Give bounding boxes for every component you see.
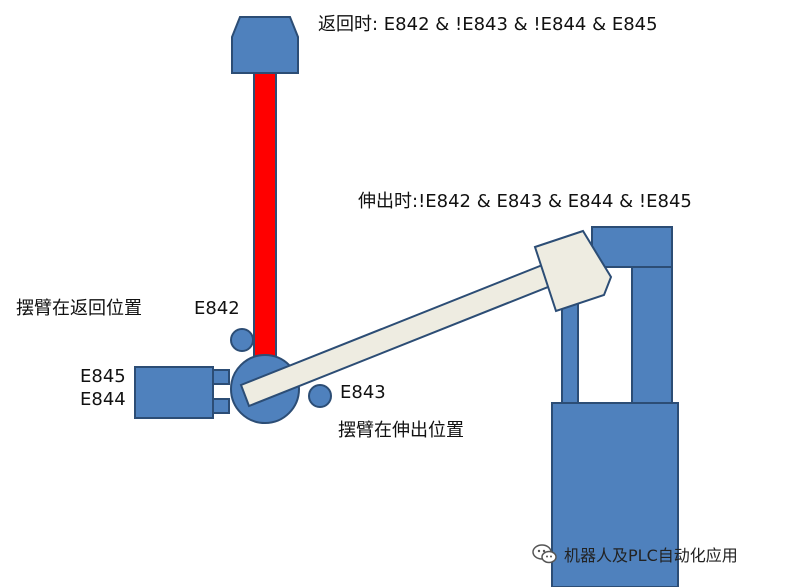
pillar-column <box>631 266 673 404</box>
sensor-e843-label: E843 <box>340 382 386 403</box>
wechat-icon <box>532 544 557 564</box>
sensor-e843 <box>308 384 332 408</box>
arm-return-position-label: 摆臂在返回位置 <box>16 298 142 319</box>
sensor-e845-label: E845 <box>80 366 126 387</box>
gripper-top <box>231 16 299 74</box>
sensor-e842-label: E842 <box>194 298 240 319</box>
sensor-tab-e845 <box>212 369 230 385</box>
watermark: 机器人及PLC自动化应用 <box>532 540 738 568</box>
arm-extend-position-label: 摆臂在伸出位置 <box>338 420 464 441</box>
return-condition-label: 返回时: E842 & !E843 & !E844 & E845 <box>318 14 658 35</box>
gripper-extend <box>533 229 613 313</box>
watermark-text: 机器人及PLC自动化应用 <box>564 546 738 565</box>
arm-extend <box>239 260 560 408</box>
sensor-e844-label: E844 <box>80 389 126 410</box>
sensor-tab-e844 <box>212 398 230 414</box>
sensor-box-e844-e845 <box>134 366 214 419</box>
sensor-e842 <box>230 328 254 352</box>
extend-condition-label: 伸出时:!E842 & E843 & E844 & !E845 <box>358 191 692 212</box>
pillar-base <box>551 402 679 587</box>
pillar-upper-block <box>591 226 673 268</box>
arm-return <box>253 72 277 386</box>
